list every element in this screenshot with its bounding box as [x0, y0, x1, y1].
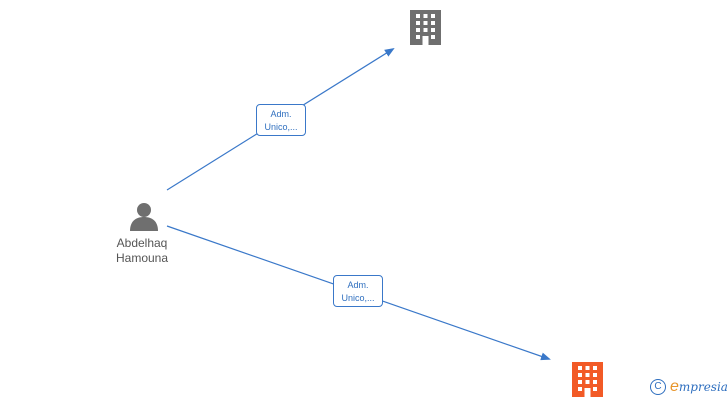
person-name[interactable]: Abdelhaq Hamouna — [102, 236, 182, 266]
edge-label-line1: Adm. — [270, 109, 292, 119]
building-icon[interactable] — [572, 362, 603, 397]
person-first-name: Abdelhaq — [116, 236, 168, 250]
edge-label-line2: Unico,... — [264, 122, 298, 132]
edge-label-line1: Adm. — [347, 280, 369, 290]
person-icon[interactable] — [130, 203, 158, 231]
brand-initial: e — [670, 378, 679, 395]
edge-label-top[interactable]: Adm. Unico,... — [256, 104, 306, 136]
brand-name: mpresia — [678, 380, 728, 394]
edge-label-bottom[interactable]: Adm. Unico,... — [333, 275, 383, 307]
copyright-icon: C — [650, 379, 666, 396]
edge-label-line2: Unico,... — [341, 293, 375, 303]
building-icon[interactable] — [410, 10, 441, 45]
person-last-name: Hamouna — [115, 251, 169, 265]
